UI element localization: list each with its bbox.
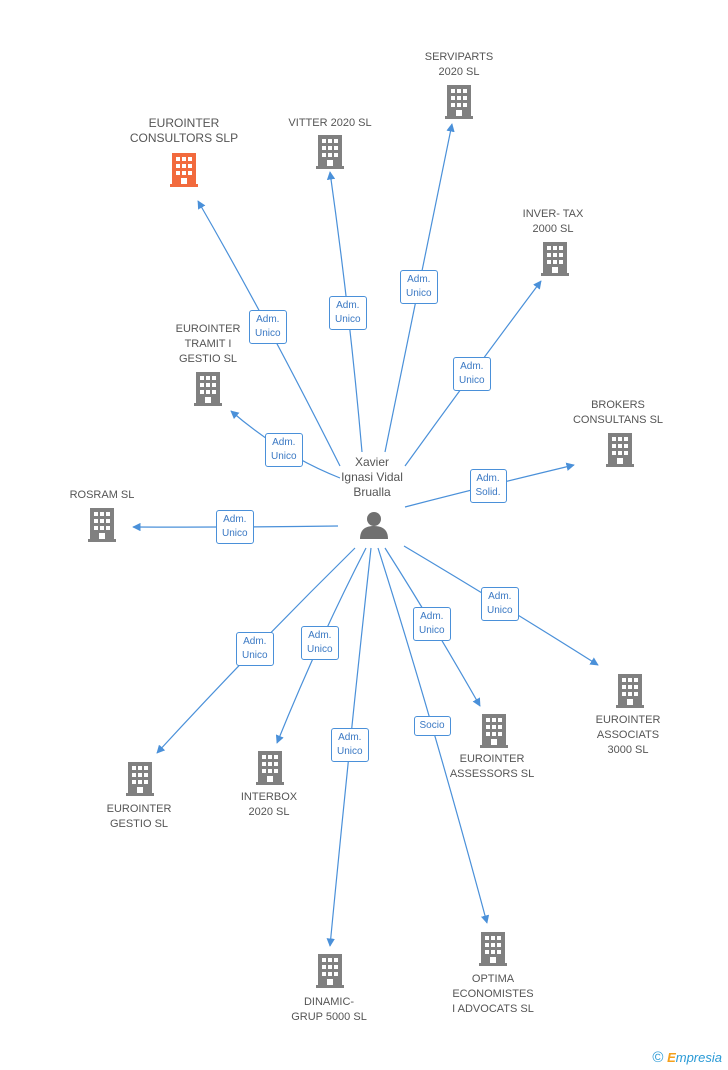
person-icon[interactable] — [360, 512, 388, 539]
role-badge-c7: Adm. Unico — [216, 510, 254, 544]
role-badge-c10: Adm. Unico — [236, 632, 274, 666]
company-label-c1[interactable]: SERVIPARTS 2020 SL — [424, 51, 494, 78]
role-badge-c1: Adm. Unico — [400, 270, 438, 304]
role-badge-c11: Adm. Unico — [301, 626, 339, 660]
building-icon-c3[interactable] — [170, 153, 198, 187]
role-badge-c12: Adm. Unico — [331, 728, 369, 762]
building-icon-c8[interactable] — [616, 674, 644, 708]
company-label-c13[interactable]: OPTIMA ECONOMISTES I ADVOCATS SL — [452, 973, 534, 1015]
company-label-c7[interactable]: ROSRAM SL — [69, 489, 135, 501]
role-badge-c3: Adm. Unico — [249, 310, 287, 344]
company-label-c2[interactable]: VITTER 2020 SL — [288, 117, 372, 129]
building-icon-c10[interactable] — [126, 762, 154, 796]
company-label-c3[interactable]: EUROINTER CONSULTORS SLP — [129, 116, 239, 145]
building-icon-c4[interactable] — [541, 242, 569, 276]
building-icon-c2[interactable] — [316, 135, 344, 169]
building-icon-c13[interactable] — [479, 932, 507, 966]
company-label-c4[interactable]: INVER- TAX 2000 SL — [522, 208, 584, 235]
empresia-logo: © Empresia — [652, 1049, 722, 1066]
company-label-c11[interactable]: INTERBOX 2020 SL — [240, 791, 298, 818]
role-badge-c8: Adm. Unico — [481, 587, 519, 621]
role-badge-c13: Socio — [413, 716, 451, 736]
role-badge-c6: Adm. Solid. — [469, 469, 507, 503]
role-badge-c2: Adm. Unico — [329, 296, 367, 330]
company-label-c10[interactable]: EUROINTER GESTIO SL — [106, 803, 172, 830]
building-icon-c9[interactable] — [480, 714, 508, 748]
building-icon-c11[interactable] — [256, 751, 284, 785]
role-badge-c5: Adm. Unico — [265, 433, 303, 467]
company-label-c12[interactable]: DINAMIC- GRUP 5000 SL — [291, 996, 367, 1023]
company-label-c9[interactable]: EUROINTER ASSESSORS SL — [449, 753, 535, 780]
role-badge-c4: Adm. Unico — [453, 357, 491, 391]
building-icon-c1[interactable] — [445, 85, 473, 119]
role-badge-c9: Adm. Unico — [413, 607, 451, 641]
building-icon-c12[interactable] — [316, 954, 344, 988]
person-name[interactable]: Xavier Ignasi Vidal Brualla — [341, 455, 403, 499]
building-icon-c7[interactable] — [88, 508, 116, 542]
company-label-c6[interactable]: BROKERS CONSULTANS SL — [572, 399, 664, 426]
copyright-icon: © — [652, 1049, 664, 1066]
building-icon-c6[interactable] — [606, 433, 634, 467]
company-label-c5[interactable]: EUROINTER TRAMIT I GESTIO SL — [175, 323, 241, 365]
building-icon-c5[interactable] — [194, 372, 222, 406]
company-label-c8[interactable]: EUROINTER ASSOCIATS 3000 SL — [595, 714, 661, 756]
